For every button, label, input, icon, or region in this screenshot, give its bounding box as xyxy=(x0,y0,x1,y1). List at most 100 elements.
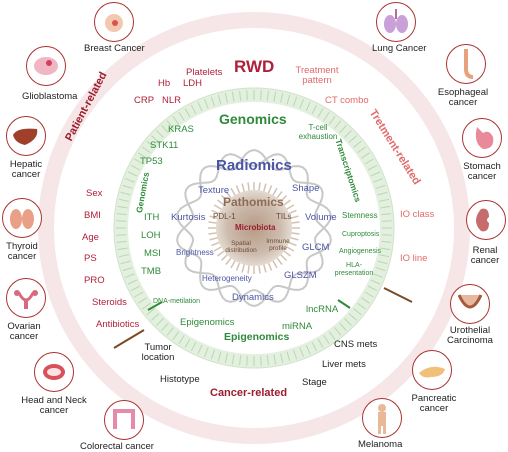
pathomics-item-spatial: Spatial distribution xyxy=(225,240,257,255)
rwd-title: RWD xyxy=(234,57,275,76)
genomics-tick xyxy=(293,96,298,107)
genomics-tick xyxy=(142,146,151,154)
rwd-item-hb: Hb xyxy=(158,78,171,89)
radiomics-item-heterogeneity: Heterogeneity xyxy=(202,274,252,283)
rwd-item-crp: CRP xyxy=(134,95,155,106)
genomics-tick xyxy=(375,184,386,189)
thyroid-icon xyxy=(2,198,42,238)
epigenomics-title: Epigenomics xyxy=(224,331,290,343)
radiomics-item-texture: Texture xyxy=(198,185,230,196)
genomics-tick xyxy=(353,308,362,316)
genomics-tick xyxy=(246,90,248,101)
genomics-tick xyxy=(361,152,371,159)
genomics-tick xyxy=(197,101,203,112)
genomics-tick xyxy=(172,116,180,125)
genomics-tick xyxy=(204,98,209,109)
genomics-tick xyxy=(339,322,347,331)
genomics-tick xyxy=(124,273,135,278)
rwd-item-ps: PS xyxy=(84,253,97,264)
cancer-label-melanoma: Melanoma xyxy=(358,439,403,450)
genomics-tick xyxy=(367,285,378,292)
cancer-label-colorectal: Colorectal cancer xyxy=(80,441,154,452)
genomics-tick xyxy=(380,205,391,209)
radiomics-item-shape: Shape xyxy=(292,183,320,194)
rwd-item-steroids: Steroids xyxy=(92,297,127,308)
genomics-tick xyxy=(280,353,284,364)
cancer-label-pancreatic: Pancreatic cancer xyxy=(411,393,457,415)
genomics-tick xyxy=(224,92,228,103)
genomics-tick xyxy=(381,220,392,222)
genomics-tick xyxy=(353,140,362,148)
skin-icon xyxy=(362,398,402,438)
genomics-tick xyxy=(379,254,390,258)
genomics-tick xyxy=(328,331,336,340)
genomics-tick xyxy=(151,313,160,321)
liver-icon xyxy=(6,116,46,156)
breast-cancer-icon xyxy=(94,2,134,42)
genomics-tick xyxy=(124,178,135,183)
genomics-tick xyxy=(299,98,304,109)
genomics-tick xyxy=(246,355,248,366)
genomics-item-msi: MSI xyxy=(144,248,161,259)
rwd-item-nlr: NLR xyxy=(162,95,182,106)
genomics-tick xyxy=(197,344,203,355)
genomics-tick xyxy=(348,313,357,321)
pathomics-title: Pathomics xyxy=(223,195,284,209)
genomics-tick xyxy=(178,111,185,121)
rwd-item-ct-combo: CT combo xyxy=(325,95,369,106)
genomics-tick xyxy=(116,240,127,243)
transcriptomics-item-tcell: T-cell exhaustion xyxy=(298,123,338,141)
genomics-tick xyxy=(166,120,174,129)
genomics-tick xyxy=(293,349,298,360)
ovary-icon xyxy=(6,278,46,318)
cancer-label-hepatic: Hepatic cancer xyxy=(9,159,43,181)
genomics-tick xyxy=(367,164,378,171)
genomics-tick xyxy=(357,302,366,310)
genomics-item-tp53: TP53 xyxy=(140,156,163,167)
genomics-tick xyxy=(317,108,324,118)
genomics-tick xyxy=(323,335,330,345)
stomach-icon xyxy=(462,118,502,158)
genomics-tick xyxy=(239,90,242,101)
radiomics-item-kurtosis: Kurtosis xyxy=(171,212,206,223)
genomics-tick xyxy=(122,267,133,272)
divider-genomics-right xyxy=(337,299,351,309)
genomics-tick xyxy=(137,152,147,159)
genomics-tick xyxy=(373,273,384,278)
genomics-tick xyxy=(116,213,127,216)
cancer-label-stomach: Stomach cancer xyxy=(463,161,501,183)
genomics-tick xyxy=(380,247,391,251)
rwd-item-io-line: IO line xyxy=(400,253,428,264)
genomics-tick xyxy=(344,130,352,138)
epigenomics-item-mirna: miRNA xyxy=(282,321,313,332)
genomics-tick xyxy=(224,353,228,364)
transcriptomics-item-hla: HLA-presentation xyxy=(334,262,374,277)
genomics-tick xyxy=(190,104,197,115)
genomics-title: Genomics xyxy=(219,111,287,127)
pathomics-item-pdl1: PDL-1 xyxy=(213,212,236,221)
epigenomics-item-epigenomics: Epigenomics xyxy=(180,317,235,328)
genomics-tick xyxy=(156,130,164,138)
genomics-tick xyxy=(266,355,269,366)
genomics-item-loh: LOH xyxy=(141,230,161,241)
genomics-tick xyxy=(239,355,242,366)
cancer-label-urothelial: Urothelial Carcinoma xyxy=(447,325,493,347)
genomics-item-tmb: TMB xyxy=(141,266,162,277)
label-cancer-related: Cancer-related xyxy=(210,387,288,399)
genomics-tick xyxy=(339,125,347,134)
cancer-label-renal: Renal cancer xyxy=(470,245,500,267)
pancreas-icon xyxy=(412,350,452,390)
divider-left xyxy=(113,329,145,349)
radiomics-item-glszm: GLSZM xyxy=(284,270,317,281)
genomics-tick xyxy=(166,327,174,336)
radiomics-item-volume: Volume xyxy=(305,212,337,223)
pathomics-disc xyxy=(216,190,292,266)
divider-genomics-left xyxy=(147,301,163,311)
genomics-tick xyxy=(210,96,215,107)
rwd-item-tumor-location: Tumor location xyxy=(141,342,175,364)
bladder-icon xyxy=(450,284,490,324)
genomics-tick xyxy=(120,191,131,196)
genomics-tick xyxy=(117,205,128,209)
pathomics-item-immune: Immune profile xyxy=(266,238,290,253)
